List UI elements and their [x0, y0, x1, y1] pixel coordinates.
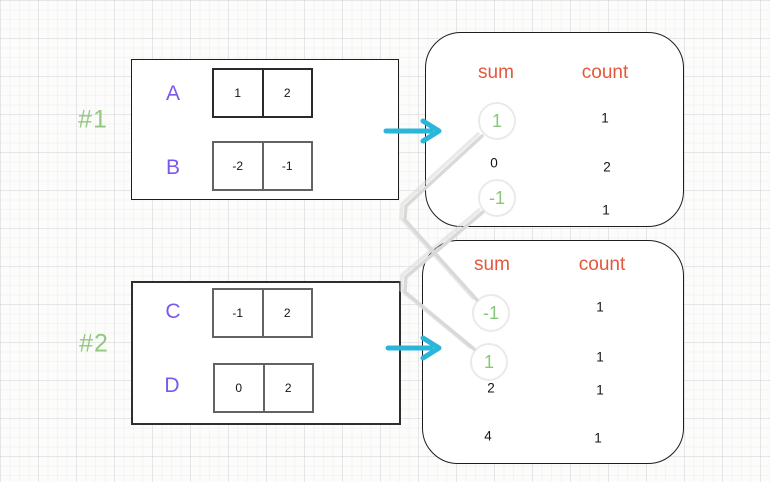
array-b-cell-1-value: -1 [281, 159, 293, 173]
array-c-cell-0: -1 [212, 288, 264, 338]
array-a-cell-0-value: 1 [234, 86, 242, 100]
result-1-count-2: 1 [602, 202, 610, 218]
array-a-label: A [165, 82, 181, 105]
result-box-2 [422, 240, 684, 464]
array-d-cell-0-value: 0 [235, 381, 243, 395]
array-a-cell-1-value: 2 [283, 86, 291, 100]
array-b-cell-0-value: -2 [232, 159, 244, 173]
result-2-sum-3: 4 [484, 428, 492, 444]
result-1-sum-0-circle: 1 [478, 102, 516, 140]
array-a-cells: 1 2 [212, 68, 313, 118]
array-d-cells: 0 2 [213, 363, 314, 413]
array-d-cell-1: 2 [264, 363, 314, 413]
result-2-count-header: count [578, 254, 626, 275]
result-2-count-2: 1 [596, 382, 604, 398]
array-c-label: C [165, 300, 181, 323]
result-1-count-header: count [581, 62, 629, 83]
array-b-label: B [165, 156, 181, 179]
array-d-cell-1-value: 2 [284, 381, 292, 395]
result-1-sum-header: sum [478, 62, 514, 83]
array-a-cell-0: 1 [212, 68, 264, 118]
result-1-sum-2-circle: -1 [478, 179, 516, 217]
array-d-cell-0: 0 [213, 363, 265, 413]
group-1-tag: #1 [78, 105, 108, 134]
array-d-label: D [164, 374, 180, 397]
array-c-cells: -1 2 [212, 288, 313, 338]
result-2-count-0: 1 [596, 299, 604, 315]
result-2-sum-1-circle: 1 [470, 343, 508, 381]
array-b-cell-1: -1 [263, 141, 313, 191]
result-1-count-1: 2 [603, 159, 611, 175]
array-c-cell-1: 2 [263, 288, 313, 338]
result-1-sum-1: 0 [490, 155, 498, 171]
result-1-count-0: 1 [601, 110, 609, 126]
result-2-sum-header: sum [474, 254, 510, 275]
array-c-cell-0-value: -1 [232, 306, 244, 320]
array-b-cells: -2 -1 [212, 141, 313, 191]
result-2-count-3: 1 [594, 430, 602, 446]
result-2-count-1: 1 [596, 349, 604, 365]
array-a-cell-1: 2 [263, 68, 313, 118]
group-2-tag: #2 [79, 329, 109, 358]
array-c-cell-1-value: 2 [283, 306, 291, 320]
array-b-cell-0: -2 [212, 141, 264, 191]
result-2-sum-0-circle: -1 [472, 294, 510, 332]
result-2-sum-2: 2 [487, 380, 495, 396]
result-box-1 [425, 32, 684, 227]
